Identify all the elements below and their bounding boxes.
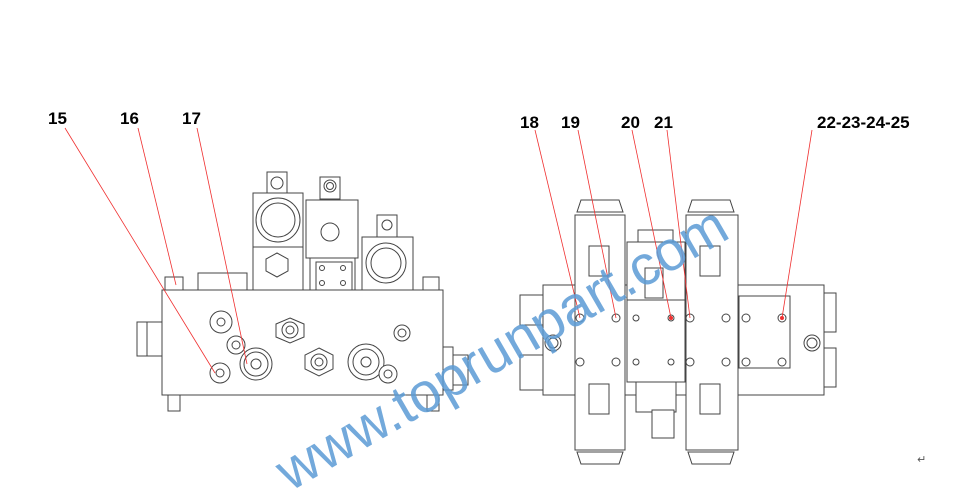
return-mark: ↵ [917, 453, 926, 466]
bolt-holes [575, 313, 787, 367]
leader-lines [64, 127, 813, 374]
part-label-18: 18 [520, 113, 539, 132]
part-label-17: 17 [182, 109, 201, 128]
part-label-21: 21 [654, 113, 673, 132]
left-view-manifold [136, 171, 469, 412]
right-view-manifold [519, 199, 837, 465]
part-label-20: 20 [621, 113, 640, 132]
part-label-19: 19 [561, 113, 580, 132]
part-label-15: 15 [48, 109, 67, 128]
part-label-16: 16 [120, 109, 139, 128]
part-label-22-25: 22-23-24-25 [817, 113, 910, 132]
